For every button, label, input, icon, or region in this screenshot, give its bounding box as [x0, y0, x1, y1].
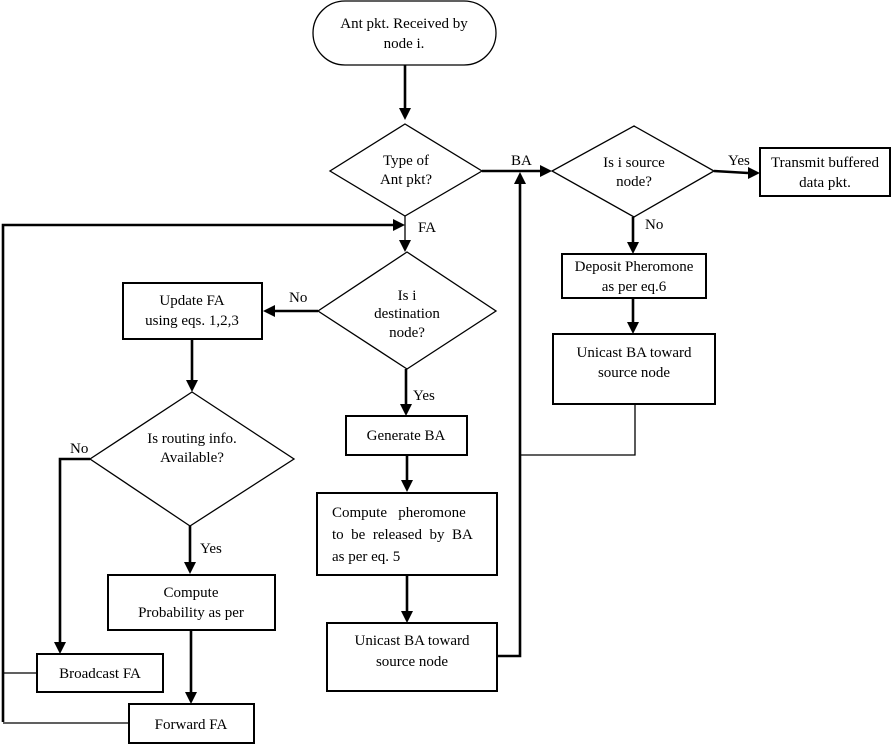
label-no-routing: No: [70, 441, 88, 457]
compute-pheromone-line-3: as per eq. 5: [332, 549, 400, 565]
broadcast-line-1: Broadcast FA: [59, 666, 141, 682]
update-line-2: using eqs. 1,2,3: [145, 313, 239, 329]
compute-prob-line-1: Compute: [164, 585, 219, 601]
broadcast-node: Broadcast FA: [36, 653, 164, 693]
dest-line-2: destination: [374, 306, 440, 322]
compute-pheromone-line-2: to be released by BA: [332, 527, 473, 543]
arrowhead: [263, 305, 275, 317]
arrowhead: [393, 219, 405, 231]
source-text-1: Is i source: [603, 155, 665, 171]
arrowhead: [748, 167, 760, 179]
label-no-dest: No: [289, 290, 307, 306]
compute-pheromone-node: Compute pheromone to be released by BA a…: [316, 492, 498, 576]
source-line-2: node?: [616, 174, 652, 190]
arrowhead: [401, 611, 413, 623]
transmit-line-1: Transmit buffered: [771, 155, 879, 171]
transmit-node: Transmit buffered data pkt.: [759, 147, 891, 197]
compute-prob-line-2: Probability as per: [138, 605, 244, 621]
type-line-1: Type of: [383, 153, 429, 169]
unicast-right-node: Unicast BA toward source node: [552, 333, 716, 405]
start-node: Ant pkt. Received by node i.: [312, 0, 497, 66]
unicast-mid-line-2: source node: [376, 654, 448, 670]
unicast-mid-node: Unicast BA toward source node: [326, 622, 498, 692]
edge-labels: BA FA Yes No No Yes No Yes: [70, 153, 750, 557]
arrowhead: [400, 404, 412, 416]
arrowhead: [184, 562, 196, 574]
compute-pheromone-line-1: Compute pheromone: [332, 505, 466, 521]
deposit-line-1: Deposit Pheromone: [575, 259, 694, 275]
arrowhead: [185, 692, 197, 704]
dest-line-1: Is i: [398, 288, 417, 304]
source-decision: Is i source node?: [550, 125, 716, 218]
dest-line-3: node?: [389, 325, 425, 341]
source-line-1: Is i source: [603, 155, 665, 171]
arrowhead: [399, 108, 411, 120]
type-decision: Type of Ant pkt?: [328, 123, 484, 217]
type-line-2: Ant pkt?: [380, 172, 432, 188]
edge-feedback-top: [1, 223, 393, 268]
arrowhead: [399, 240, 411, 252]
deposit-line-2: as per eq.6: [602, 279, 667, 295]
label-yes-dest: Yes: [413, 388, 435, 404]
label-yes-source: Yes: [728, 153, 750, 169]
forward-line-1: Forward FA: [155, 717, 228, 733]
label-fa: FA: [418, 220, 436, 236]
start-line-1: Ant pkt. Received by: [340, 16, 468, 32]
arrowhead: [54, 642, 66, 654]
edge-unicast-right-loop: [520, 404, 636, 456]
label-ba: BA: [511, 153, 532, 169]
edge-routing-broadcast: [58, 457, 90, 642]
edge-unicast-mid-loop: [497, 184, 522, 658]
forward-node: Forward FA: [128, 703, 255, 744]
connectors: [1, 65, 760, 724]
update-fa-node: Update FA using eqs. 1,2,3: [122, 282, 263, 340]
arrowhead: [627, 242, 639, 254]
arrowhead: [540, 165, 552, 177]
routing-line-2: Available?: [160, 450, 224, 466]
compute-prob-node: Compute Probability as per: [107, 574, 276, 631]
deposit-node: Deposit Pheromone as per eq.6: [561, 253, 707, 299]
arrowhead: [514, 172, 526, 184]
routing-decision: Is routing info. Available?: [88, 391, 296, 527]
dest-decision: Is i destination node?: [316, 251, 498, 370]
unicast-mid-line-1: Unicast BA toward: [355, 633, 470, 649]
update-line-1: Update FA: [159, 293, 224, 309]
generate-ba-node: Generate BA: [345, 415, 468, 456]
unicast-right-line-1: Unicast BA toward: [577, 345, 692, 361]
start-line-2: node i.: [384, 36, 425, 52]
unicast-right-line-2: source node: [598, 365, 670, 381]
routing-line-1: Is routing info.: [147, 431, 237, 447]
arrowhead: [186, 380, 198, 392]
arrowhead: [627, 322, 639, 334]
label-yes-routing: Yes: [200, 541, 222, 557]
generate-line-1: Generate BA: [367, 428, 446, 444]
transmit-line-2: data pkt.: [799, 175, 851, 191]
edge-source-transmit: [713, 169, 749, 175]
arrowhead: [401, 480, 413, 492]
label-no-source: No: [645, 217, 663, 233]
